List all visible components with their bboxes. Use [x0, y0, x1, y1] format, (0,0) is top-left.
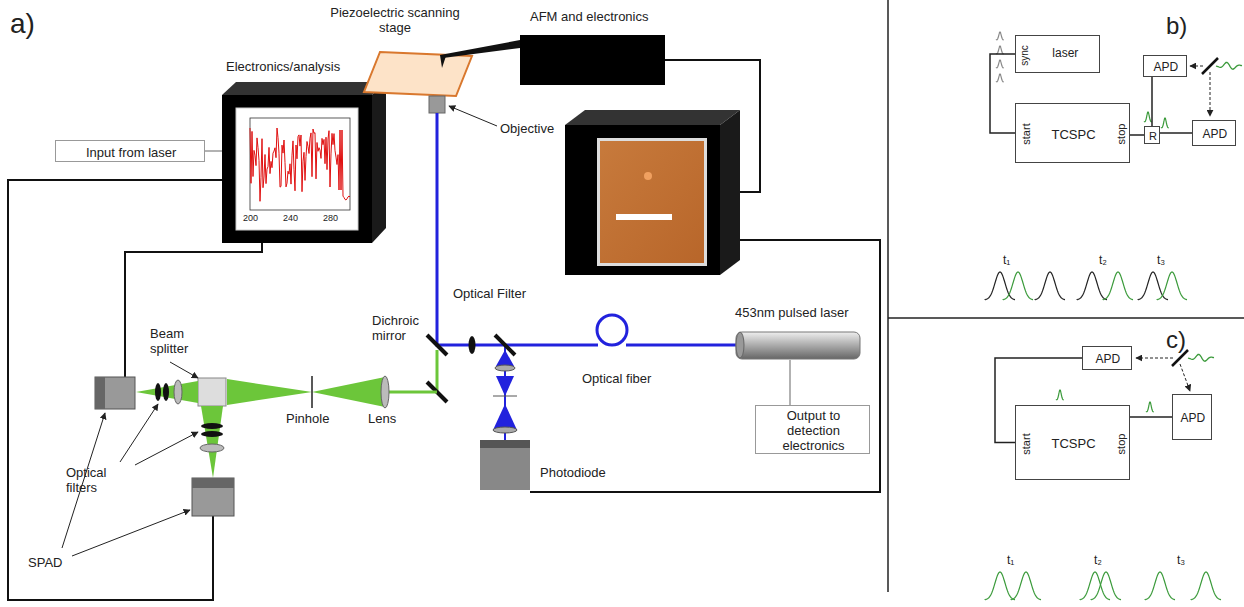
- tcspc-box: TCSPC start stop: [1015, 405, 1130, 480]
- axis-number: 280: [323, 213, 338, 223]
- panel-letter: b): [1166, 12, 1187, 40]
- panel-letter: c): [1166, 326, 1186, 354]
- box-title: APD: [1154, 60, 1179, 74]
- part-label: Pinhole: [286, 412, 329, 427]
- signal-wire: [1130, 134, 1144, 136]
- time-label: t₁: [1007, 554, 1014, 568]
- time-label: t₁: [1003, 254, 1010, 268]
- output-box: Output to detection electronics: [755, 405, 870, 454]
- part-label: 453nm pulsed laser: [735, 306, 848, 321]
- part-label: Dichroic mirror: [372, 314, 434, 344]
- axis-number: 200: [243, 213, 258, 223]
- box-title: APD: [1181, 411, 1206, 425]
- part-label: Optical filters: [66, 466, 126, 496]
- part-label: Piezoelectric scanning stage: [320, 6, 470, 36]
- apd-box: APD: [1172, 394, 1212, 440]
- part-label: Lens: [368, 412, 396, 427]
- part-label: Objective: [500, 122, 554, 137]
- part-label: Beam splitter: [150, 327, 210, 357]
- box-title: laser: [1052, 46, 1078, 60]
- router-box: R: [1144, 126, 1160, 144]
- signal-wire: [990, 54, 1015, 133]
- input-box: Input from laser: [55, 140, 205, 162]
- apd-box: APD: [1082, 346, 1132, 370]
- box-title: TCSPC: [1052, 436, 1096, 451]
- time-label: t₃: [1157, 254, 1165, 268]
- time-label: t₂: [1099, 254, 1107, 268]
- box-title: APD: [1203, 127, 1228, 141]
- signal-wire: [1151, 77, 1153, 126]
- port-label: sync: [1019, 45, 1030, 66]
- time-label: t₃: [1177, 554, 1185, 568]
- tcspc-box: TCSPC start stop: [1015, 103, 1130, 163]
- apd-box: APD: [1143, 55, 1187, 77]
- box-title: Output to detection electronics: [762, 408, 865, 453]
- part-label: Optical fiber: [582, 372, 651, 387]
- axis-number: 240: [283, 213, 298, 223]
- signal-wire: [1160, 132, 1192, 134]
- apd-box: APD: [1192, 120, 1236, 146]
- signal-wire: [1130, 416, 1172, 418]
- laser-box: laser sync: [1015, 35, 1100, 73]
- part-label: Optical Filter: [453, 287, 526, 302]
- box-title: TCSPC: [1052, 127, 1096, 142]
- port-label: start: [1019, 433, 1031, 454]
- part-label: SPAD: [28, 556, 62, 571]
- port-label: stop: [1116, 433, 1128, 454]
- port-label: stop: [1116, 124, 1128, 145]
- part-label: AFM and electronics: [530, 10, 649, 25]
- box-title: R: [1149, 130, 1157, 142]
- box-title: APD: [1096, 352, 1121, 366]
- port-label: start: [1019, 123, 1031, 144]
- panel-letter: a): [10, 8, 35, 40]
- time-label: t₂: [1094, 554, 1102, 568]
- part-label: Photodiode: [540, 466, 606, 481]
- part-label: Electronics/analysis: [226, 60, 340, 75]
- box-title: Input from laser: [86, 145, 176, 160]
